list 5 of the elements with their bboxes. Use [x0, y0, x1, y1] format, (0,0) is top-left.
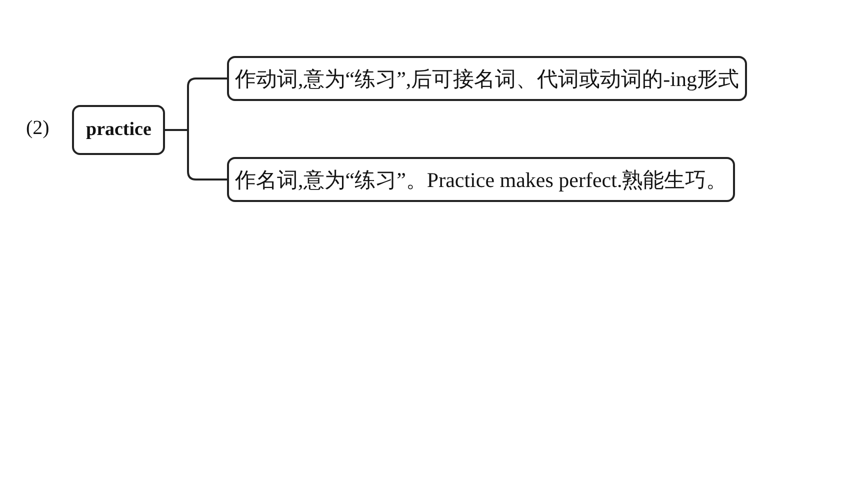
meaning-box: 作名词,意为“练习”。Practice makes perfect.熟能生巧。	[227, 157, 736, 202]
item-number: (2)	[26, 117, 50, 140]
word-box: practice	[72, 105, 166, 155]
connector-line	[165, 129, 227, 180]
meaning-box: 作动词,意为“练习”,后可接名词、代词或动词的-ing形式	[227, 56, 747, 101]
